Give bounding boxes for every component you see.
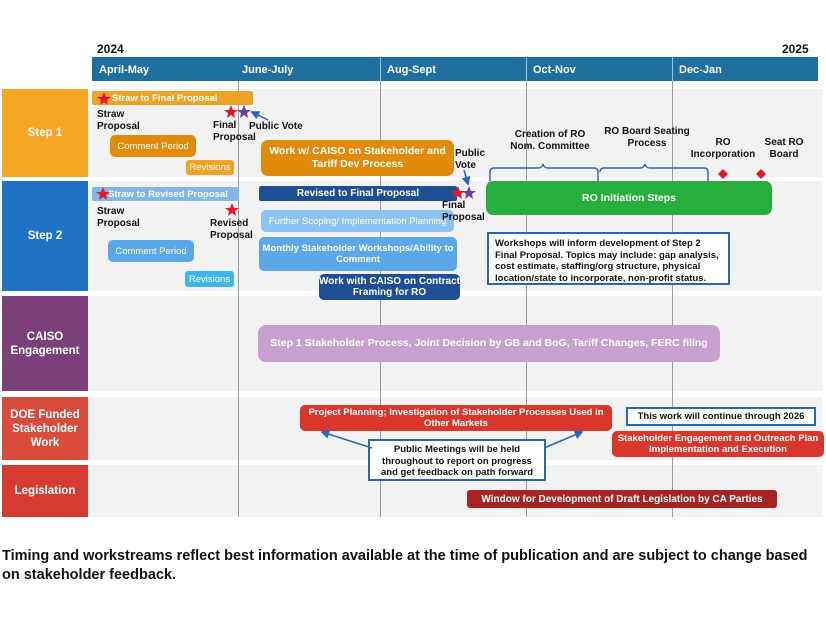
ro-incorporation-label: RO Incorporation — [690, 137, 756, 160]
step1-revisions-bar: Revisions — [186, 160, 234, 175]
period-line — [672, 81, 673, 517]
workshops-callout: Workshops will inform development of Ste… — [487, 232, 730, 285]
period-divider — [380, 57, 381, 81]
period-jun-jul: June-July — [242, 64, 294, 76]
row-label-step1: Step 1 — [2, 89, 88, 177]
period-line — [526, 81, 527, 517]
period-divider — [672, 57, 673, 81]
step2-revisions-bar: Revisions — [185, 271, 234, 287]
step1-public-vote-label: Public Vote — [249, 121, 303, 132]
step2-comment-period-bar: Comment Period — [108, 240, 194, 262]
step2-straw-proposal-label: Straw Proposal — [97, 206, 140, 229]
period-line — [238, 81, 239, 517]
period-dec-jan: Dec-Jan — [679, 64, 722, 76]
public-meetings-callout: Public Meetings will be held throughout … — [368, 439, 546, 481]
legislation-window-bar: Window for Development of Draft Legislat… — [467, 490, 777, 508]
step2-public-vote-label: Public Vote — [455, 148, 486, 171]
year-start: 2024 — [97, 42, 124, 56]
row-label-doe: DOE Funded Stakeholder Work — [2, 397, 88, 460]
period-oct-nov: Oct-Nov — [533, 64, 576, 76]
creation-ro-nom-committee-label: Creation of RO Nom. Committee — [510, 129, 590, 152]
step2-final-proposal-label: Final Proposal — [442, 200, 485, 223]
timeline-header — [92, 57, 818, 81]
step1-final-proposal-label: Final Proposal — [213, 120, 256, 143]
period-divider — [526, 57, 527, 81]
step1-straw-proposal-label: Straw Proposal — [97, 109, 140, 132]
continue-2026-note: This work will continue through 2026 — [626, 407, 816, 426]
row-label-step2: Step 2 — [2, 181, 88, 291]
footer-disclaimer: Timing and workstreams reflect best info… — [2, 548, 808, 583]
step2-revised-proposal-label: Revised Proposal — [210, 218, 253, 241]
further-scoping-bar: Further Scoping/ Implementation Planning — [261, 210, 454, 232]
monthly-workshops-bar: Monthly Stakeholder Workshops/Ability to… — [259, 237, 457, 271]
year-end: 2025 — [782, 42, 809, 56]
project-planning-bar: Project Planning; Investigation of Stake… — [300, 405, 612, 431]
straw-to-revised-bar: Straw to Revised Proposal — [92, 187, 239, 201]
ro-initiation-steps-bar: RO Initiation Steps — [486, 181, 772, 215]
period-aug-sep: Aug-Sept — [387, 64, 436, 76]
work-caiso-contract-bar: Work with CAISO on Contract Framing for … — [319, 274, 460, 300]
work-caiso-stakeholder-bar: Work w/ CAISO on Stakeholder and Tariff … — [261, 140, 454, 176]
step1-comment-period-bar: Comment Period — [110, 135, 196, 157]
period-apr-may: April-May — [99, 64, 150, 76]
seat-ro-board-label: Seat RO Board — [764, 137, 804, 160]
caiso-process-bar: Step 1 Stakeholder Process, Joint Decisi… — [258, 325, 720, 362]
row-label-legislation: Legislation — [2, 465, 88, 517]
row-label-caiso: CAISO Engagement — [2, 296, 88, 391]
revised-to-final-bar: Revised to Final Proposal — [259, 186, 457, 201]
straw-to-final-bar: Straw to Final Proposal — [92, 91, 253, 105]
stakeholder-engagement-bar: Stakeholder Engagement and Outreach Plan… — [612, 431, 824, 457]
ro-board-seating-label: RO Board Seating Process — [604, 126, 690, 149]
